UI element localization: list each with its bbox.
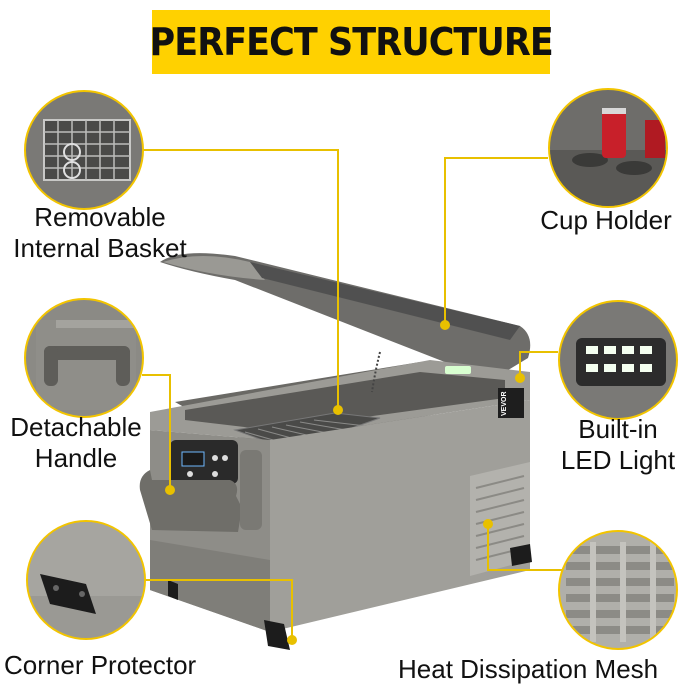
cup-holder-detail-image [548, 88, 668, 208]
corner-connector-line [142, 579, 293, 640]
led-connector-line [519, 351, 558, 378]
cup-holder-connector-line [444, 157, 548, 325]
mesh-detail-image [558, 530, 678, 650]
basket-label: Removable Internal Basket [13, 202, 187, 264]
corner-detail-image [26, 520, 146, 640]
led-label: Built-in LED Light [560, 414, 676, 476]
led-detail-image [558, 300, 678, 420]
corner-pointer-dot [287, 635, 297, 645]
handle-pointer-dot [165, 485, 175, 495]
mesh-pointer-dot [483, 519, 493, 529]
handle-label: Detachable Handle [10, 412, 142, 474]
basket-connector-line [142, 149, 339, 410]
page-title: PERFECT STRUCTURE [149, 20, 553, 64]
cup-holder-pointer-dot [440, 320, 450, 330]
corner-label: Corner Protector [4, 650, 197, 680]
cup-holder-label: Cup Holder [540, 205, 672, 235]
mesh-connector-line [487, 524, 568, 571]
title-banner: PERFECT STRUCTURE [149, 10, 554, 74]
handle-connector-line [142, 374, 171, 490]
handle-detail-image [24, 298, 144, 418]
basket-detail-image [24, 90, 144, 210]
led-pointer-dot [515, 373, 525, 383]
mesh-label: Heat Dissipation Mesh [398, 654, 659, 684]
basket-pointer-dot [333, 405, 343, 415]
